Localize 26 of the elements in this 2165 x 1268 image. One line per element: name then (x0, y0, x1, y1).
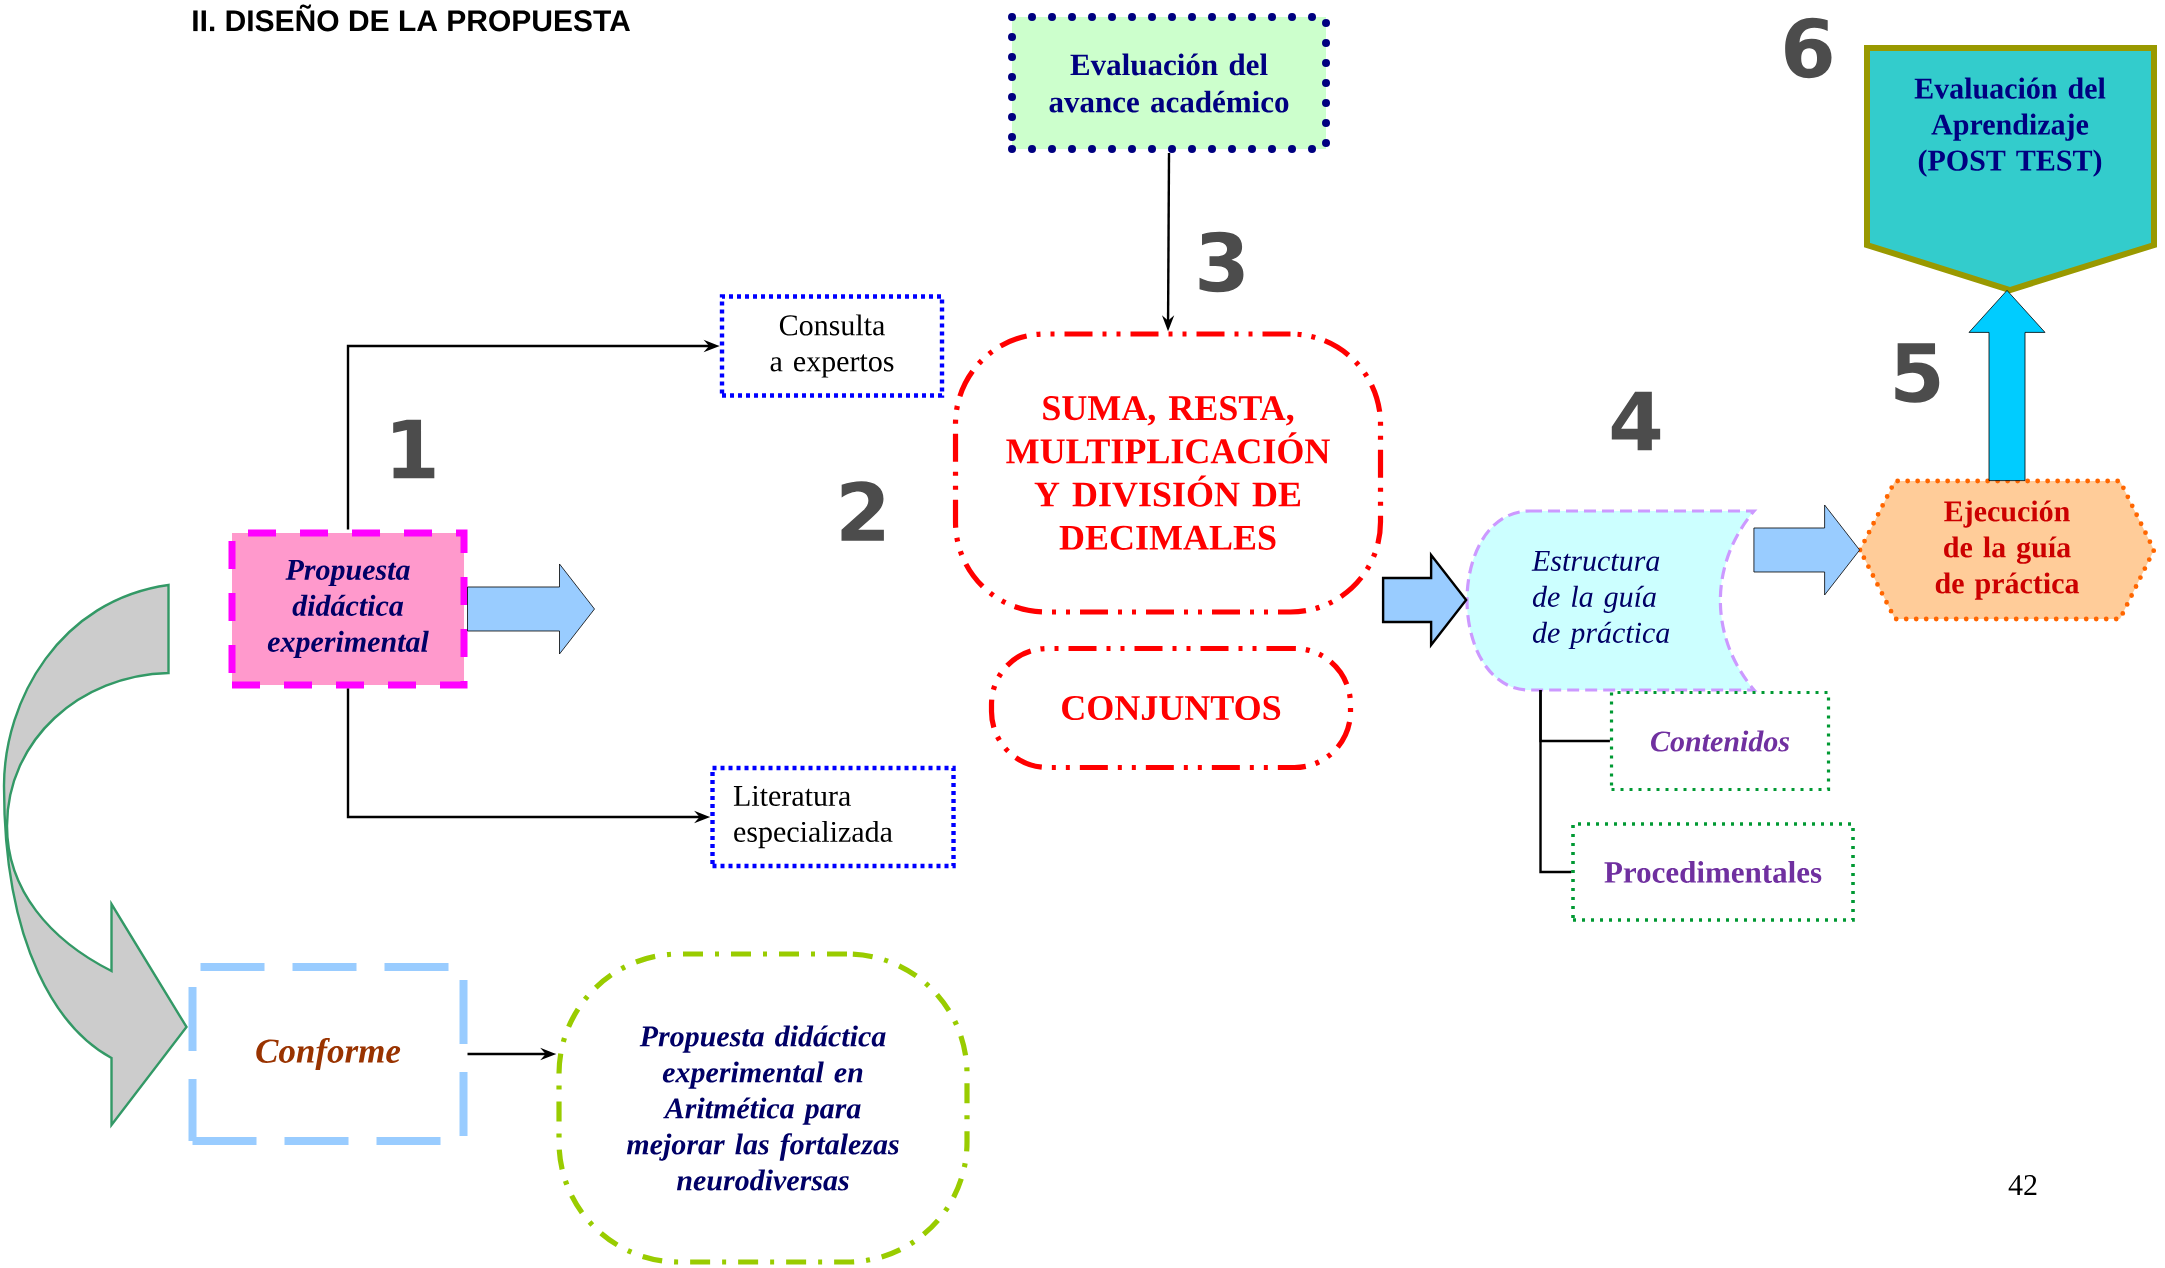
connector-line (1539, 689, 1572, 874)
content-box: Contenidos (1609, 690, 1831, 792)
proposal-box: Propuesta didáctica experimental (228, 529, 468, 689)
block-arrow (1968, 290, 2046, 481)
step-number: 3 (1199, 231, 1244, 293)
diagram-title: II. DISEÑO DE LA PROPUESTA (193, 4, 630, 32)
step-number: 1 (393, 419, 435, 479)
pentagon-box: Evaluación del Aprendizaje (POST TEST) (1864, 45, 2157, 294)
evaluation-box: Evaluación del avance académico (1008, 13, 1330, 153)
process-box: Consulta a expertos (719, 294, 945, 398)
result-box: Conforme (188, 963, 468, 1145)
step-number: 2 (841, 481, 884, 541)
hexagon-box: Ejecución de la guía de práctica (1857, 478, 2157, 622)
curved-arrow (2, 583, 188, 1127)
step-number: 5 (1895, 343, 1940, 403)
process-box: Literatura especializada (710, 765, 956, 869)
step-number: 6 (1785, 17, 1832, 79)
block-arrow (1381, 551, 1468, 649)
step-number: 4 (1611, 391, 1661, 451)
page-number: 42 (2008, 1175, 2037, 1195)
outcome-box: Propuesta didáctica experimental en Aritmética para mejorar las fortalezas neurodiversas (556, 951, 970, 1265)
topic-box: CONJUNTOS (988, 645, 1354, 771)
topic-box: SUMA, RESTA, MULTIPLICACIÓN Y DIVISIÓN DE DECIMALES (952, 331, 1384, 615)
block-arrow (1753, 504, 1860, 596)
content-box: Procedimentales (1571, 822, 1855, 922)
block-arrow (467, 563, 595, 655)
